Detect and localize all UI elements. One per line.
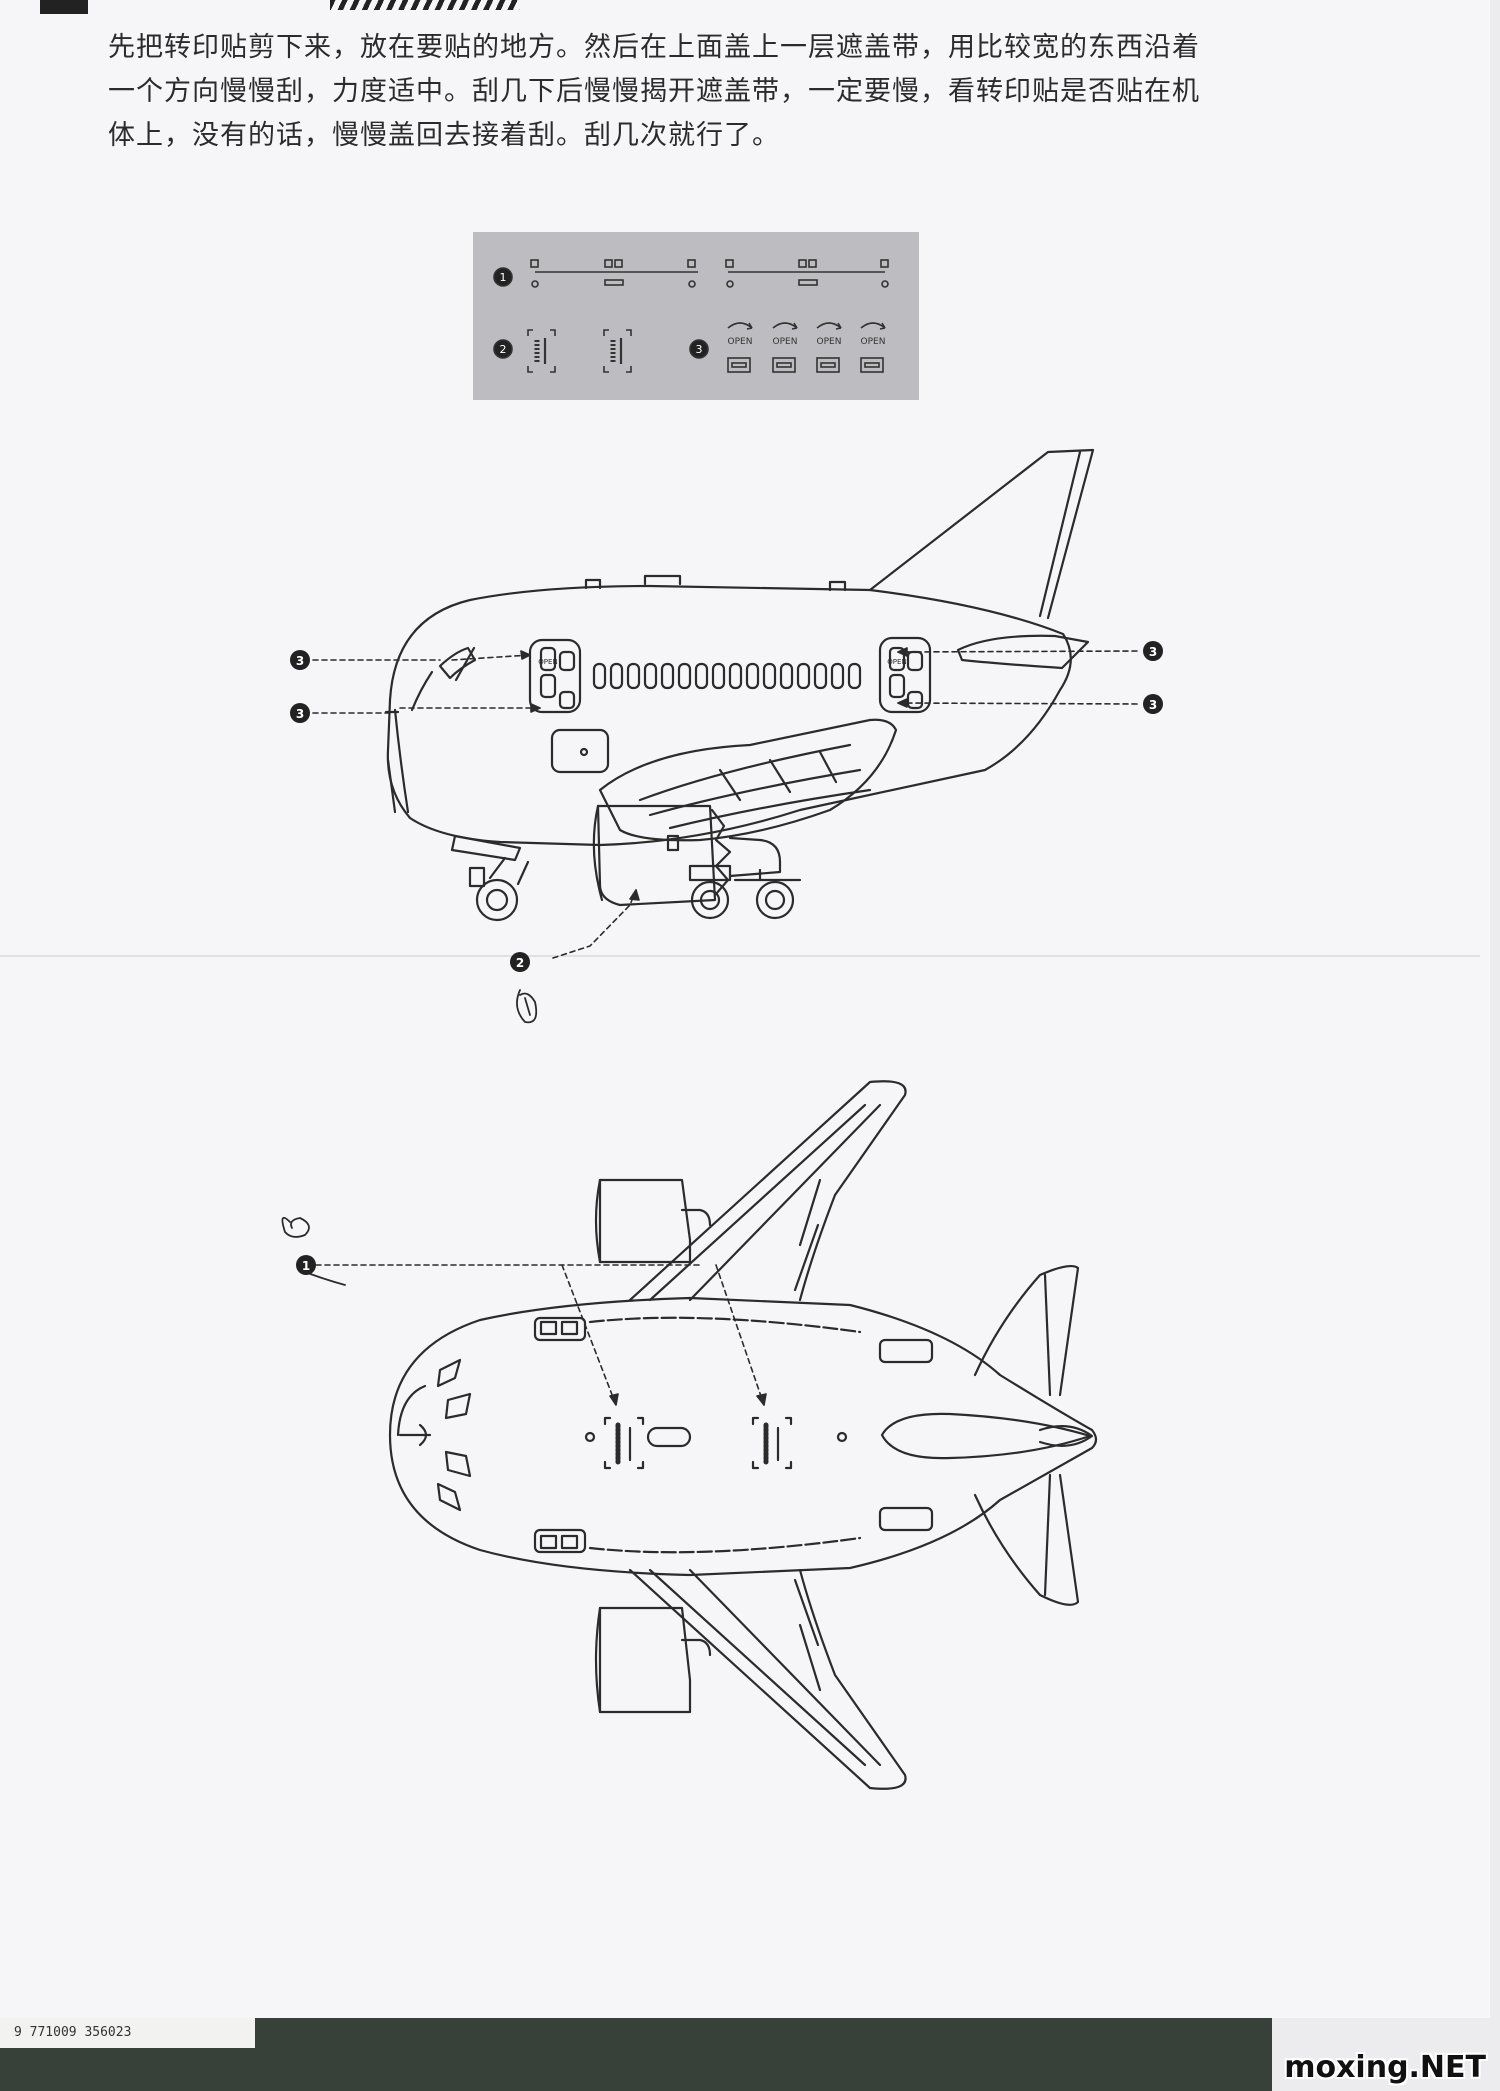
step-number: 2	[500, 343, 507, 356]
instruction-line: 先把转印贴剪下来，放在要贴的地方。然后在上面盖上一层遮盖带，用比较宽的东西沿着	[108, 32, 1200, 63]
callout-number: 1	[302, 1259, 310, 1273]
handwritten-marks	[281, 989, 538, 1286]
section-heading-bar	[0, 0, 520, 14]
decal-legend-panel: 1 2 3 OPEN OPEN OPEN OPEN	[473, 232, 919, 400]
site-watermark: moxing.NET	[1284, 2050, 1486, 2085]
assembly-diagram: 3 3 3 3 2 1 OPEN OPEN	[281, 448, 1163, 1790]
step-number: 1	[500, 271, 507, 284]
heading-hatch-pattern	[330, 0, 520, 10]
airplane-side-view	[384, 448, 1095, 922]
callout-number: 3	[296, 654, 304, 668]
open-label: OPEN	[728, 337, 753, 347]
step-1-marker	[493, 267, 513, 287]
open-label: OPEN	[773, 337, 798, 347]
airplane-top-view	[388, 1080, 1098, 1790]
callout-number: 3	[296, 707, 304, 721]
callout-number: 2	[516, 956, 524, 970]
instruction-line: 体上，没有的话，慢慢盖回去接着刮。刮几次就行了。	[108, 120, 780, 151]
callout-number: 3	[1149, 645, 1157, 659]
callout-number: 3	[1149, 698, 1157, 712]
callout-leaders	[312, 650, 1141, 1406]
door-open-label: OPEN	[887, 658, 906, 666]
paper-fold	[0, 955, 1480, 957]
leader-arrowheads	[520, 647, 908, 1406]
section-number-box	[40, 0, 88, 14]
open-label: OPEN	[861, 337, 886, 347]
callout-markers	[290, 641, 1163, 1275]
barcode-number: 9 771009 356023	[0, 2018, 255, 2048]
open-label: OPEN	[817, 337, 842, 347]
window-row	[592, 662, 862, 690]
step-3-marker	[689, 339, 709, 359]
door-open-label: OPEN	[538, 658, 557, 666]
step-2-marker	[493, 339, 513, 359]
instruction-sheet: 先把转印贴剪下来，放在要贴的地方。然后在上面盖上一层遮盖带，用比较宽的东西沿着 …	[0, 0, 1490, 2018]
instruction-text: 先把转印贴剪下来，放在要贴的地方。然后在上面盖上一层遮盖带，用比较宽的东西沿着 …	[108, 26, 1308, 158]
instruction-line: 一个方向慢慢刮，力度适中。刮几下后慢慢揭开遮盖带，一定要慢，看转印贴是否贴在机	[108, 76, 1200, 107]
step-number: 3	[696, 343, 703, 356]
